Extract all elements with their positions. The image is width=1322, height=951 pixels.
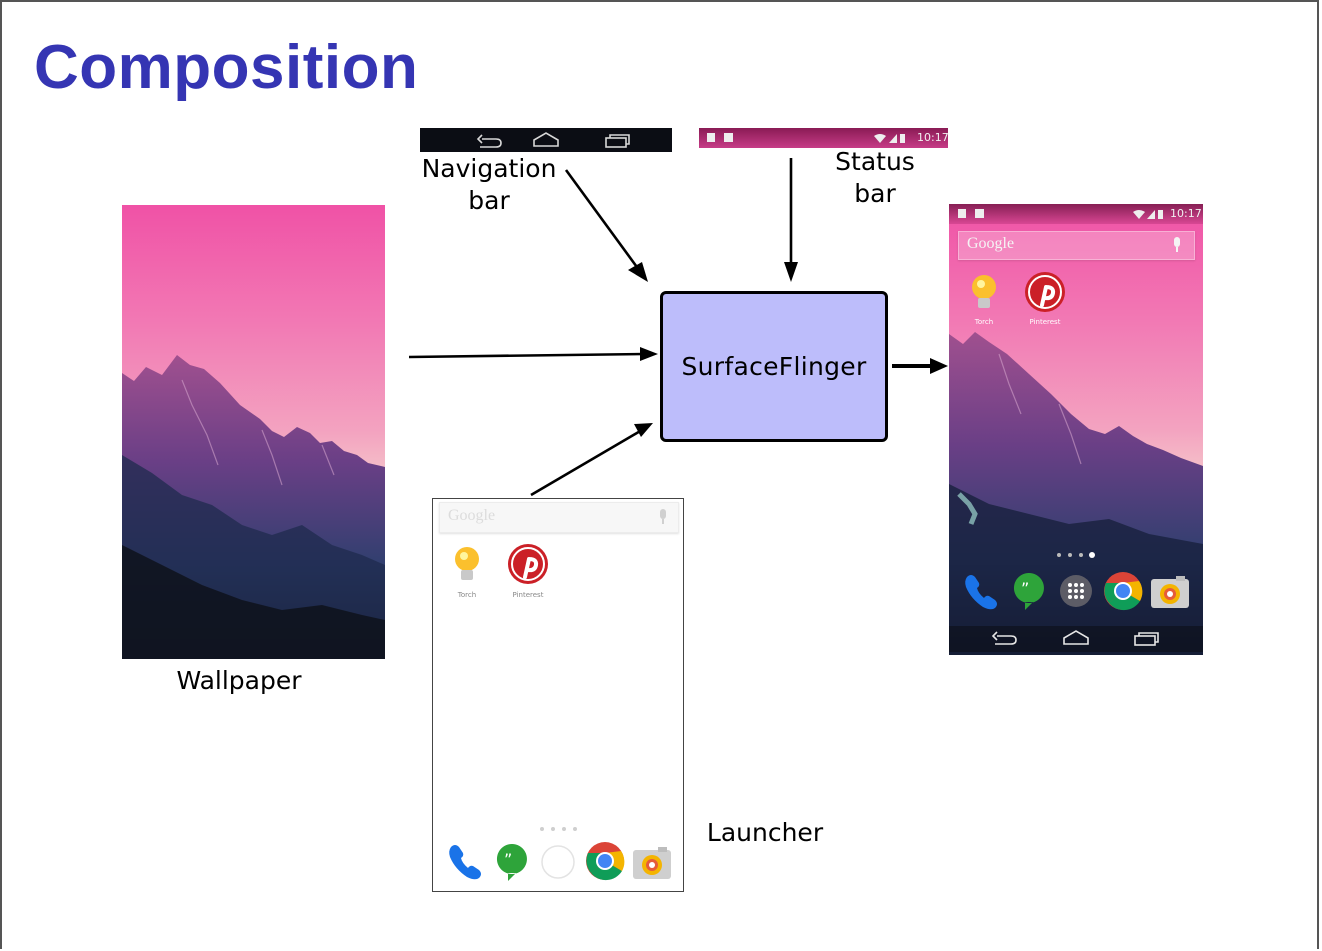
torch-label: Torch bbox=[457, 591, 477, 599]
launcher-label: Launcher bbox=[706, 818, 824, 847]
torch-icon bbox=[972, 275, 996, 308]
composited-search-placeholder: Google bbox=[967, 235, 1015, 252]
back-icon bbox=[991, 631, 1017, 645]
apps-drawer-icon bbox=[541, 845, 575, 879]
battery-icon bbox=[900, 134, 905, 143]
surfaceflinger-box: SurfaceFlinger bbox=[660, 291, 888, 442]
mic-icon bbox=[660, 509, 666, 524]
battery-icon bbox=[1158, 210, 1163, 219]
recents-icon bbox=[605, 134, 630, 148]
composited-clock: 10:17 bbox=[1170, 207, 1202, 220]
signal-icon bbox=[1147, 210, 1155, 219]
launcher-screen: Google Torch Pinterest ” bbox=[432, 498, 684, 892]
wallpaper-image bbox=[122, 205, 385, 659]
calendar-icon bbox=[975, 209, 984, 218]
page-indicator bbox=[540, 827, 577, 831]
navigation-bar-strip bbox=[420, 128, 672, 152]
composited-page-indicator bbox=[1057, 552, 1095, 558]
composited-search-bar: Google bbox=[958, 231, 1195, 260]
home-icon bbox=[533, 132, 559, 147]
navigation-bar-label: Navigation bar bbox=[421, 154, 557, 215]
composited-torch-label: Torch bbox=[974, 318, 994, 326]
camera-icon bbox=[633, 847, 671, 879]
wifi-icon bbox=[874, 134, 886, 143]
pinterest-label: Pinterest bbox=[512, 591, 544, 599]
back-icon bbox=[476, 134, 502, 148]
hangouts-icon: ” bbox=[1013, 573, 1044, 610]
wallpaper-label: Wallpaper bbox=[176, 666, 302, 695]
svg-text:”: ” bbox=[1021, 579, 1029, 598]
composited-screen: 10:17 Google Torch Pinterest ” bbox=[949, 204, 1203, 655]
status-bar-label: Status bar bbox=[835, 147, 915, 208]
signal-icon bbox=[889, 134, 897, 143]
torch-icon bbox=[455, 547, 479, 580]
recents-icon bbox=[1134, 632, 1159, 646]
slide-title: Composition bbox=[34, 33, 419, 102]
launcher-search-bar: Google bbox=[439, 502, 679, 533]
chrome-icon bbox=[586, 842, 625, 881]
mic-icon bbox=[1174, 237, 1180, 252]
calendar-icon bbox=[724, 133, 733, 142]
svg-text:”: ” bbox=[504, 850, 512, 869]
camera-icon bbox=[1151, 576, 1189, 608]
notification-icon bbox=[958, 209, 966, 218]
notification-icon bbox=[707, 133, 715, 142]
home-icon bbox=[1063, 630, 1089, 645]
pinterest-icon bbox=[508, 544, 548, 584]
wifi-icon bbox=[1133, 210, 1145, 219]
composited-navigation-bar bbox=[949, 626, 1203, 652]
phone-icon bbox=[965, 575, 997, 610]
status-bar-strip: 10:17 bbox=[699, 128, 949, 148]
phone-icon bbox=[449, 845, 481, 880]
hangouts-icon: ” bbox=[496, 844, 527, 881]
apps-drawer-icon bbox=[1060, 575, 1092, 607]
composited-status-bar: 10:17 bbox=[949, 204, 1203, 224]
pinterest-icon bbox=[1025, 272, 1065, 312]
composited-pinterest-label: Pinterest bbox=[1029, 318, 1061, 326]
status-clock: 10:17 bbox=[917, 131, 949, 144]
chrome-icon bbox=[1104, 572, 1143, 611]
search-placeholder: Google bbox=[448, 507, 496, 524]
